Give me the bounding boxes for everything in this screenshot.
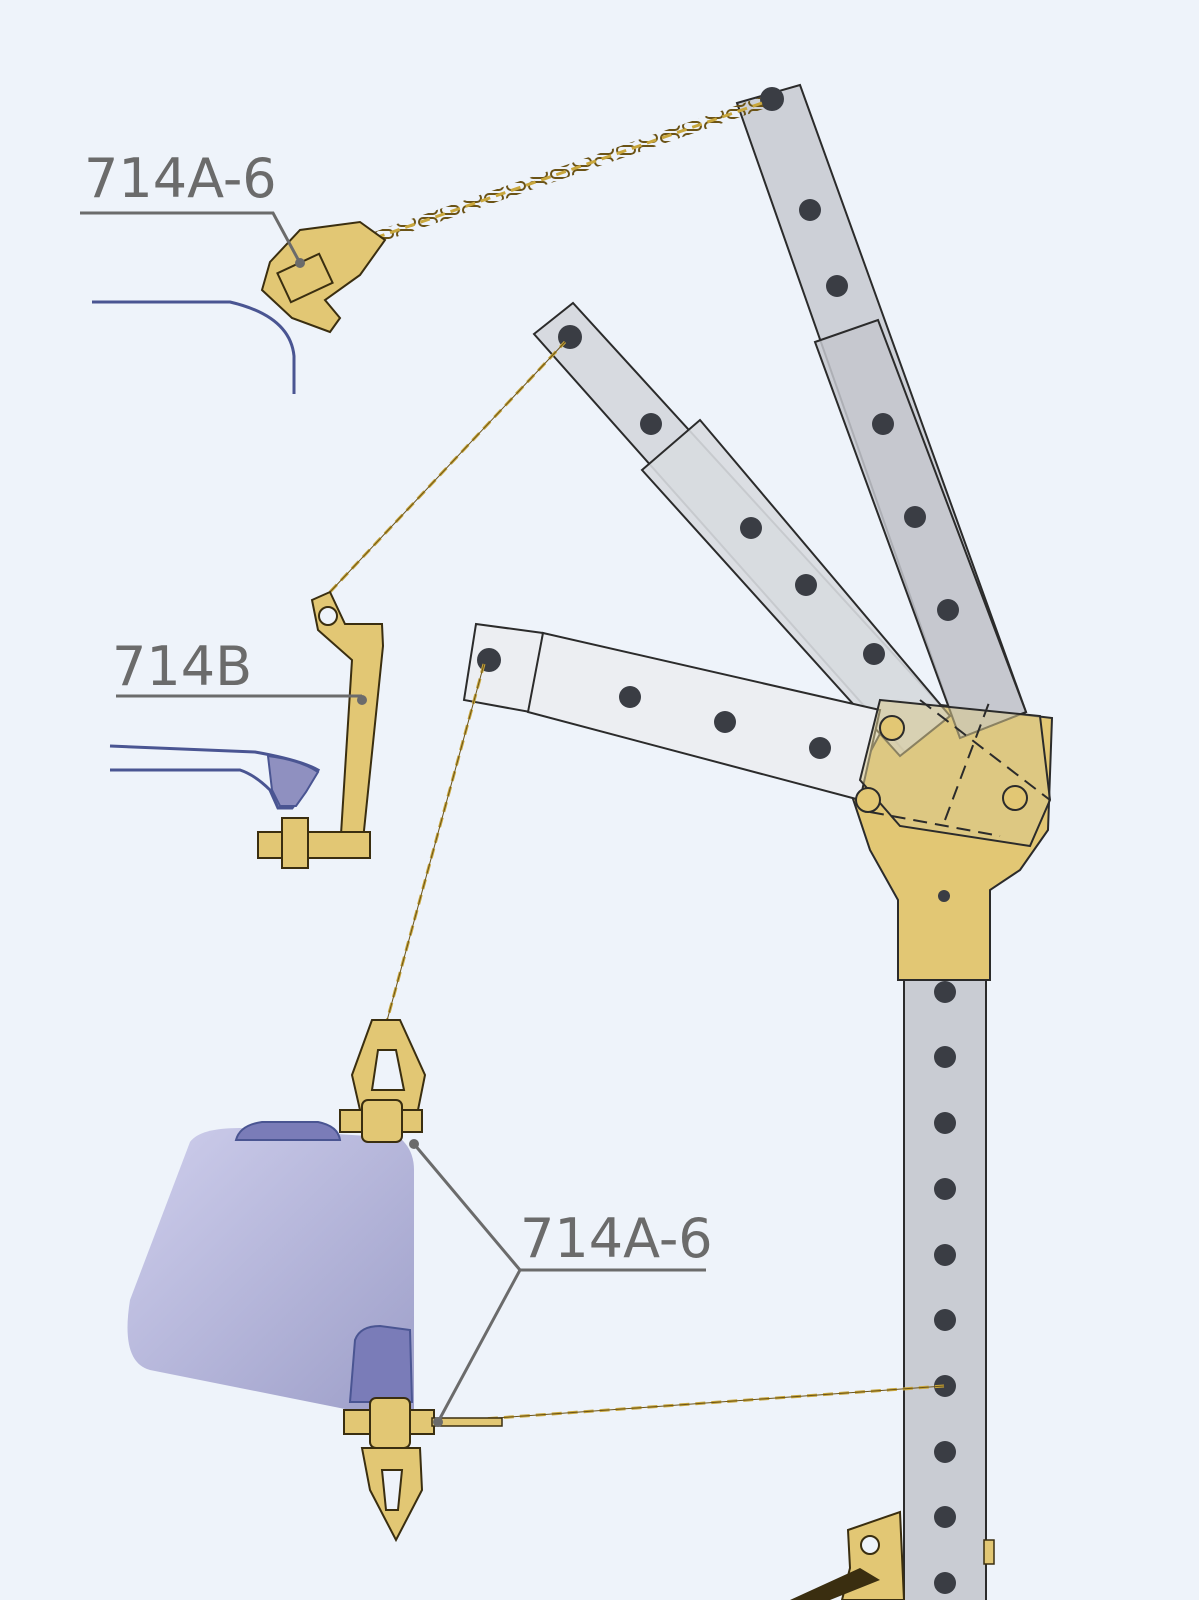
middle-boom: [532, 301, 952, 758]
upper-clamp-714a6: [260, 220, 387, 334]
bottom-upper-clamp-714a6: [339, 1019, 427, 1149]
leader-bottom-lower: [436, 1269, 522, 1423]
middle-tool-714b: [257, 590, 385, 869]
mast-holes: [934, 981, 956, 1594]
leader-bottom-upper: [412, 1143, 522, 1271]
chains: [328, 97, 945, 1424]
lower-boom: [462, 622, 882, 802]
middle-tank-edge: [109, 744, 321, 810]
upper-boom: [735, 83, 1028, 740]
label-714a6-bottom: 714A-6: [520, 1207, 713, 1270]
vertical-mast: [903, 959, 987, 1600]
leader-lines: [80, 211, 706, 1423]
upper-tank-edge: [92, 300, 296, 394]
label-714a6-top: 714A-6: [84, 147, 277, 210]
pivot-plate: [855, 698, 1052, 848]
leader-top: [80, 211, 302, 264]
bottom-vessel: [127, 1121, 414, 1410]
mast-base-clamp: [790, 1510, 995, 1600]
label-714b: 714B: [112, 635, 253, 698]
bottom-lower-clamp-714a6: [343, 1397, 503, 1543]
